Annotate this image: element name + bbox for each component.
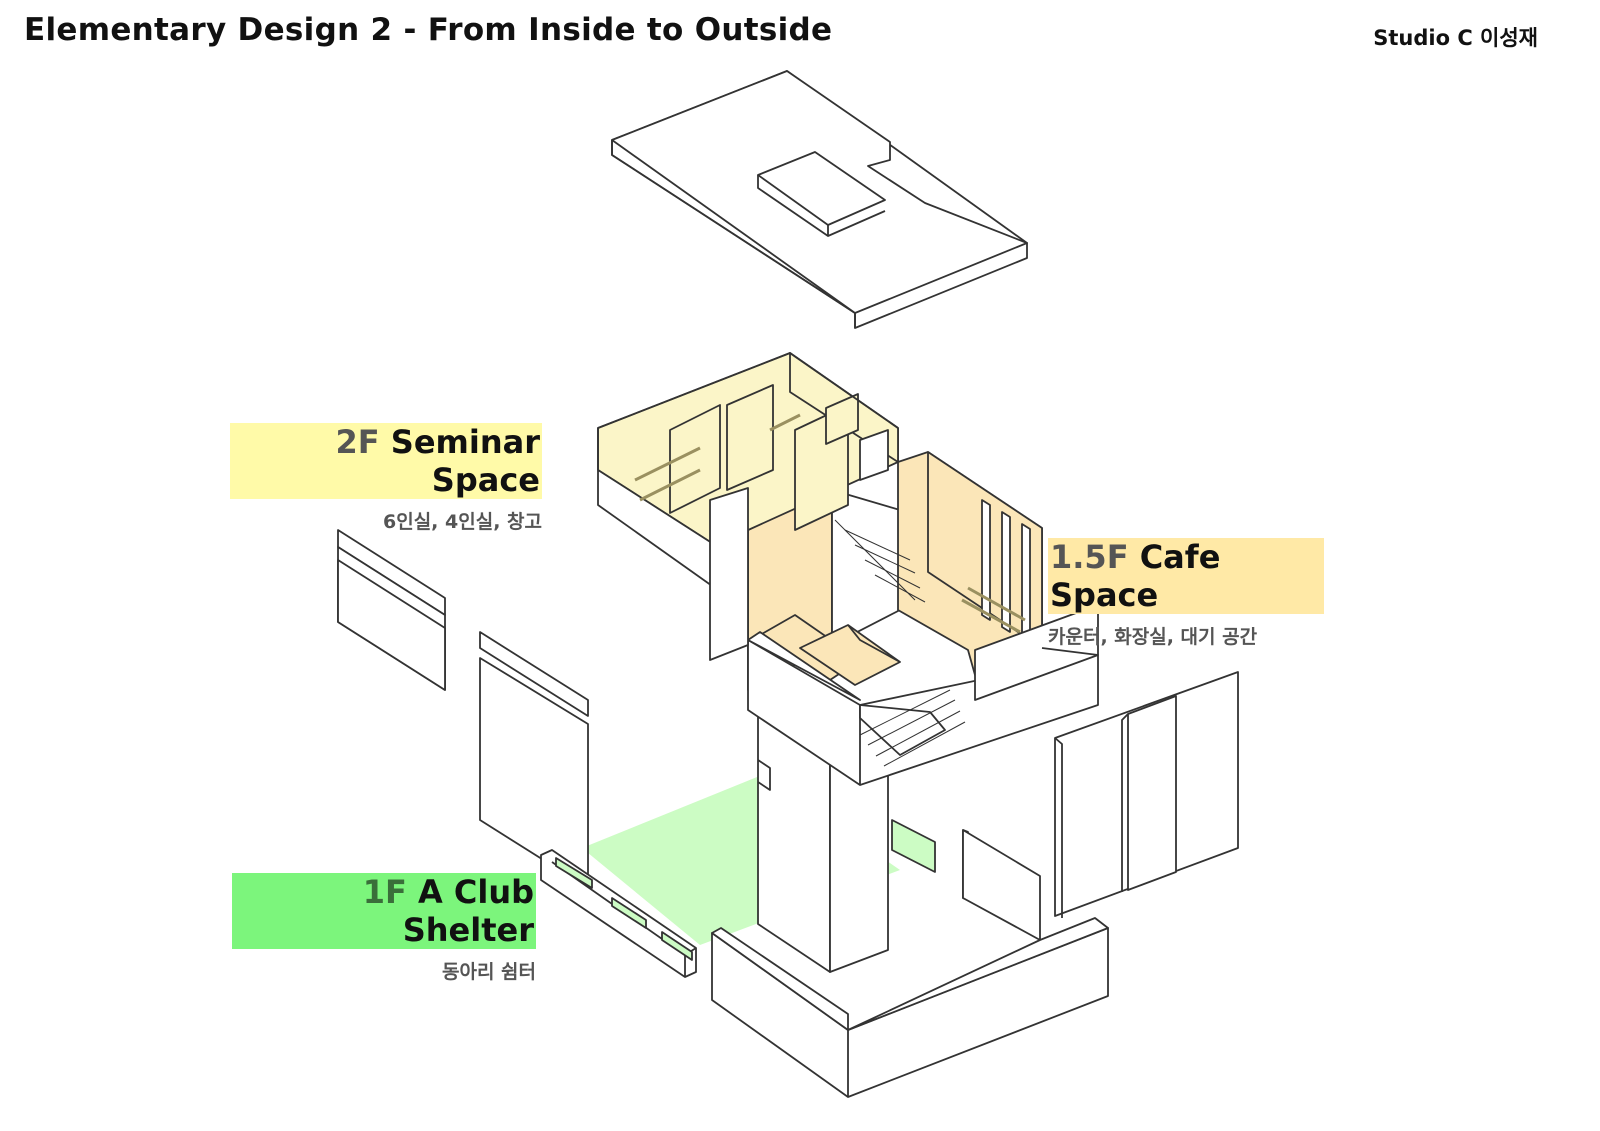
- label-1f-floor: 1F: [362, 873, 407, 911]
- page-title: Elementary Design 2 - From Inside to Out…: [24, 12, 833, 48]
- label-1f-shelter: 1F A Club Shelter 동아리 쉼터: [232, 873, 536, 984]
- author-label: Studio C 이성재: [1373, 26, 1538, 50]
- label-2f-heading: 2F Seminar Space: [230, 423, 542, 499]
- left-wall-panels: [337, 529, 589, 889]
- label-15f-name: Cafe Space: [1050, 538, 1221, 614]
- label-2f-sub: 6인실, 4인실, 창고: [383, 511, 542, 533]
- label-2f-seminar: 2F Seminar Space 6인실, 4인실, 창고: [230, 423, 542, 534]
- back-wall: [1054, 671, 1239, 918]
- front-bench: [540, 849, 697, 978]
- label-2f-name: Seminar Space: [390, 423, 540, 499]
- label-1f-name: A Club Shelter: [402, 873, 534, 949]
- label-15f-sub: 카운터, 화장실, 대기 공간: [1048, 626, 1258, 648]
- label-1f-sub: 동아리 쉼터: [441, 961, 536, 983]
- seminar-level: [597, 352, 1099, 701]
- label-15f-heading: 1.5F Cafe Space: [1048, 538, 1324, 614]
- label-1f-heading: 1F A Club Shelter: [232, 873, 536, 949]
- roof-slab: [611, 70, 1028, 329]
- label-15f-cafe: 1.5F Cafe Space 카운터, 화장실, 대기 공간: [1048, 538, 1324, 649]
- label-2f-floor: 2F: [335, 423, 380, 461]
- label-15f-floor: 1.5F: [1050, 538, 1129, 576]
- ground-base: [711, 829, 1109, 1098]
